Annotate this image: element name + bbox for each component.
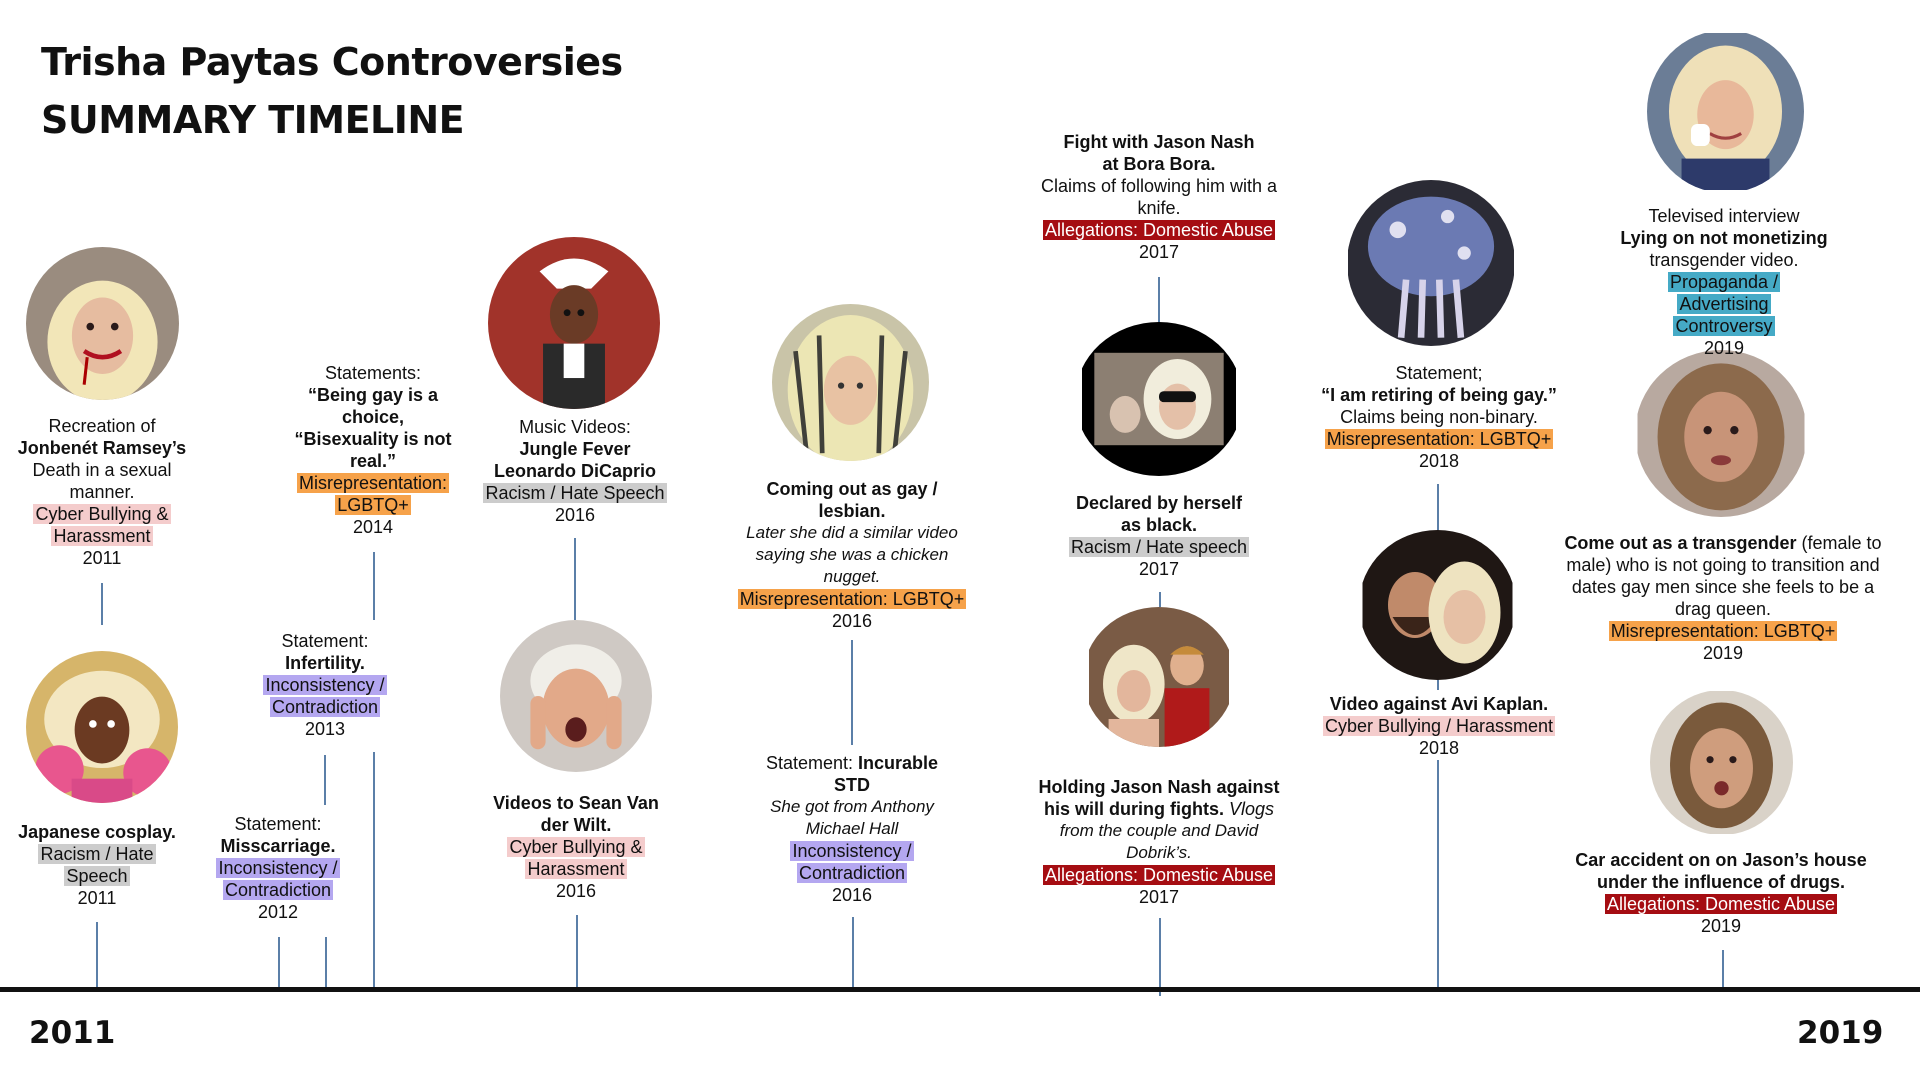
connector-line <box>1159 918 1161 996</box>
photo-jonbenet-recreation <box>26 247 179 400</box>
event-year: 2016 <box>831 885 873 905</box>
event-year: 2014 <box>352 517 394 537</box>
connector-line <box>1722 950 1724 987</box>
connector-line <box>1158 277 1160 322</box>
event-year: 2016 <box>831 611 873 631</box>
event-coming-out: Coming out as gay / lesbian. Later she d… <box>722 478 982 632</box>
connector-line <box>1437 484 1439 532</box>
connector-line <box>851 640 853 745</box>
event-avi-kaplan: Video against Avi Kaplan. Cyber Bullying… <box>1304 693 1574 759</box>
photo-japanese-cosplay <box>26 651 178 803</box>
photo-sean-van-der-wilt <box>500 620 652 772</box>
event-infertility: Statement: Infertility. Inconsistency / … <box>235 630 415 740</box>
connector-line <box>574 538 576 620</box>
category-tag: Allegations: Domestic Abuse <box>1042 865 1276 885</box>
category-tag: Inconsistency / Contradiction <box>790 841 914 883</box>
photo-televised-interview <box>1647 30 1804 193</box>
event-incurable-std: Statement: Incurable STD She got from An… <box>742 752 962 906</box>
category-tag: Allegations: Domestic Abuse <box>1604 894 1838 914</box>
event-year: 2017 <box>1138 242 1180 262</box>
category-tag: Propaganda / Advertising Controversy <box>1667 272 1781 336</box>
event-car-accident: Car accident on on Jason’s house under t… <box>1546 849 1896 937</box>
connector-line <box>1437 675 1439 690</box>
axis-start-label: 2011 <box>29 1015 116 1051</box>
event-bisexuality-statements: Statements: “Being gay is a choice, “Bis… <box>278 362 468 538</box>
event-year: 2019 <box>1700 916 1742 936</box>
event-sean-van-der-wilt: Videos to Sean Van der Wilt. Cyber Bully… <box>476 792 676 902</box>
connector-line <box>373 752 375 987</box>
event-retiring-gay: Statement; “I am retiring of being gay.”… <box>1304 362 1574 472</box>
event-televised-interview: Televised interview Lying on not monetiz… <box>1594 205 1854 359</box>
category-tag: Racism / Hate speech <box>1068 537 1250 557</box>
event-year: 2017 <box>1138 559 1180 579</box>
connector-line <box>576 915 578 987</box>
category-tag: Cyber Bullying & Harassment <box>507 837 645 879</box>
category-tag: Inconsistency / Contradiction <box>216 858 340 900</box>
photo-avi-kaplan <box>1359 530 1516 680</box>
event-year: 2013 <box>304 719 346 739</box>
event-year: 2011 <box>77 888 117 908</box>
category-tag: Inconsistency / Contradiction <box>263 675 387 717</box>
photo-coming-out <box>772 304 929 461</box>
event-year: 2011 <box>82 548 122 568</box>
event-transgender: Come out as a transgender (female to mal… <box>1536 532 1910 664</box>
event-year: 2019 <box>1702 643 1744 663</box>
connector-line <box>852 917 854 987</box>
category-tag: Misrepresentation: LGBTQ+ <box>296 473 450 515</box>
photo-jungle-fever <box>488 237 660 409</box>
event-bora-bora-fight: Fight with Jason Nash at Bora Bora. Clai… <box>1016 131 1302 263</box>
event-declared-black: Declared by herself as black. Racism / H… <box>1032 492 1286 580</box>
page-subtitle: SUMMARY TIMELINE <box>41 98 465 142</box>
event-year: 2018 <box>1418 451 1460 471</box>
category-tag: Cyber Bullying & Harassment <box>33 504 171 546</box>
connector-line <box>325 937 327 987</box>
event-year: 2018 <box>1418 738 1460 758</box>
connector-line <box>101 583 103 625</box>
connector-line <box>96 922 98 987</box>
photo-car-accident <box>1650 690 1793 835</box>
event-year: 2012 <box>257 902 299 922</box>
category-tag: Racism / Hate Speech <box>38 844 156 886</box>
connector-line <box>1437 760 1439 987</box>
event-year: 2019 <box>1703 338 1745 358</box>
axis-end-label: 2019 <box>1797 1015 1884 1051</box>
category-tag: Allegations: Domestic Abuse <box>1042 220 1276 240</box>
photo-holding-jason <box>1083 607 1235 747</box>
event-year: 2016 <box>554 505 596 525</box>
photo-declared-black <box>1075 322 1243 476</box>
category-tag: Misrepresentation: LGBTQ+ <box>1324 429 1554 449</box>
event-holding-jason-nash: Holding Jason Nash against his will duri… <box>1016 776 1302 908</box>
category-tag: Racism / Hate Speech <box>483 483 667 503</box>
connector-line <box>324 755 326 805</box>
timeline-axis <box>0 987 1920 992</box>
event-year: 2017 <box>1138 887 1180 907</box>
category-tag: Misrepresentation: LGBTQ+ <box>737 589 967 609</box>
event-year: 2016 <box>555 881 597 901</box>
event-jungle-fever: Music Videos: Jungle Fever Leonardo DiCa… <box>465 416 685 526</box>
event-jonbenet-recreation: Recreation of Jonbenét Ramsey’s Death in… <box>2 415 202 569</box>
connector-line <box>373 552 375 620</box>
photo-transgender <box>1635 350 1807 517</box>
photo-retiring-gay <box>1347 180 1515 346</box>
page-title: Trisha Paytas Controversies <box>41 40 623 84</box>
category-tag: Misrepresentation: LGBTQ+ <box>1608 621 1838 641</box>
event-japanese-cosplay: Japanese cosplay. Racism / Hate Speech 2… <box>2 821 192 909</box>
category-tag: Cyber Bullying / Harassment <box>1322 716 1556 736</box>
connector-line <box>278 937 280 987</box>
event-miscarriage: Statement: Misscarriage. Inconsistency /… <box>188 813 368 923</box>
connector-line <box>1159 592 1161 607</box>
